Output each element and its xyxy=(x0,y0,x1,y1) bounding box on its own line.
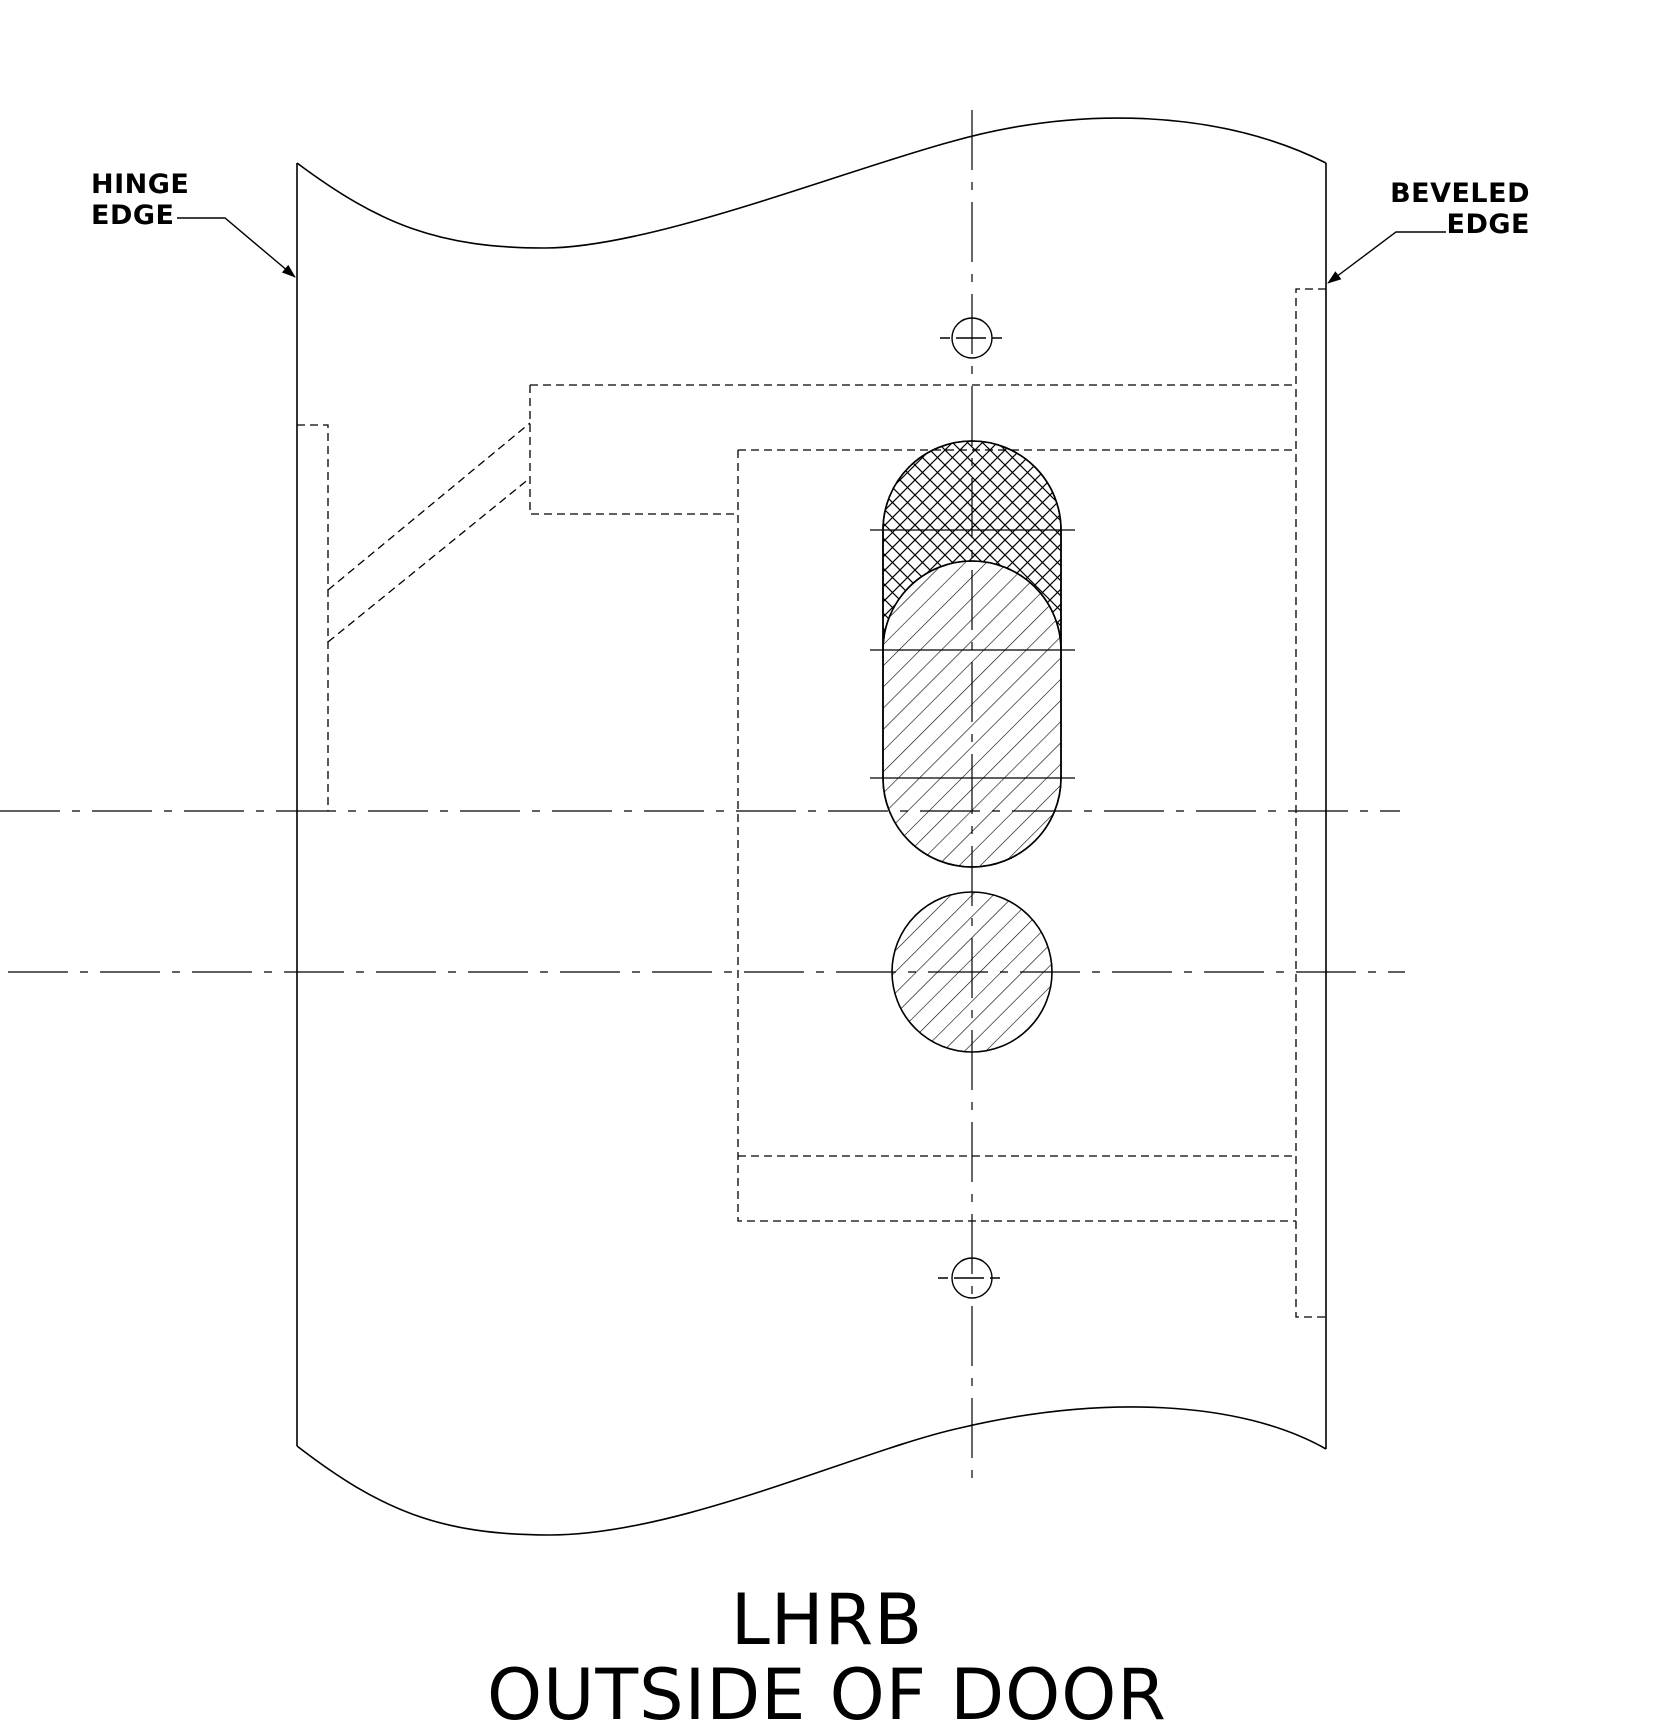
hinge-edge-cutout xyxy=(297,424,329,811)
drawing-subtitle: OUTSIDE OF DOOR xyxy=(487,1654,1167,1736)
door-outline xyxy=(296,117,1327,1536)
cylinder-slot xyxy=(882,440,1062,868)
door-bottom-break-line xyxy=(296,1406,1327,1536)
mounting-holes xyxy=(938,317,1006,1299)
slot-tick-lines xyxy=(870,529,1075,779)
spindle-bore xyxy=(891,891,1053,1053)
door-top-break-line xyxy=(296,117,1327,249)
strike-plate-outline xyxy=(1295,288,1326,1318)
upper-hidden-pocket xyxy=(529,384,1296,515)
beveled-edge-label: BEVELED EDGE xyxy=(1390,178,1530,240)
diagonal-hidden-line-lower xyxy=(327,477,531,643)
hinge-edge-leader xyxy=(177,217,296,278)
callout-leaders xyxy=(177,217,1446,284)
drawing-title: LHRB xyxy=(730,1579,924,1661)
hidden-lines xyxy=(297,288,1326,1318)
diagonal-hidden-line-upper xyxy=(327,422,531,591)
slot-hatch-region xyxy=(882,560,1062,868)
center-lines xyxy=(0,110,1405,1486)
latch-pocket-rectangle xyxy=(737,449,1296,1222)
hinge-edge-label: HINGE EDGE xyxy=(91,169,190,231)
beveled-edge-leader xyxy=(1327,231,1446,284)
